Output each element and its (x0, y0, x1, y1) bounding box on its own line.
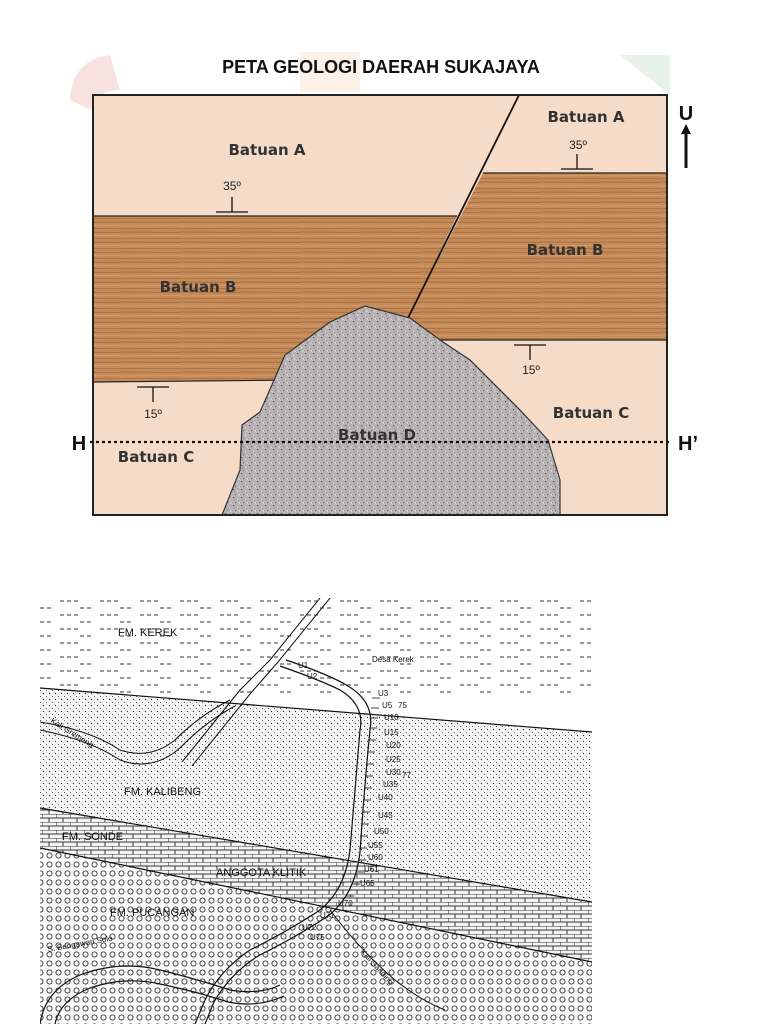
svg-text:U45: U45 (378, 811, 393, 820)
svg-text:U3: U3 (378, 689, 389, 698)
svg-text:U60: U60 (368, 853, 383, 862)
river-bengawan (40, 965, 281, 1024)
traverse-ticks (346, 697, 380, 897)
svg-text:U35: U35 (383, 780, 398, 789)
svg-text:U40: U40 (378, 793, 393, 802)
svg-text:U1: U1 (298, 661, 309, 670)
label-batuan-d: Batuan D (338, 426, 416, 444)
batuan-b-left (93, 216, 457, 318)
map-frame (92, 94, 668, 516)
svg-text:U75: U75 (310, 933, 325, 942)
svg-text:U70: U70 (338, 899, 353, 908)
strike-dip-c-right: 15º (514, 344, 546, 377)
label-desa-kerek: Desa Kerek (372, 655, 415, 664)
strike-dip-a-right: 35º (561, 138, 593, 170)
label-fm-pucangan: FM. PUCANGAN (110, 907, 194, 919)
label-batuan-a-left: Batuan A (228, 141, 305, 159)
svg-text:77: 77 (402, 771, 411, 780)
station-labels: U1 U2 U3 U5 U10 U15 U20 U25 U30 U35 U40 … (298, 661, 411, 942)
sketch-formation-map: FM. KEREK FM. KALIBENG FM. SONDE ANGGOTA… (40, 598, 592, 1024)
label-batuan-a-right: Batuan A (547, 108, 624, 126)
label-batuan-b-right: Batuan B (527, 241, 604, 259)
svg-text:15º: 15º (522, 363, 540, 377)
batuan-d-intrusion (221, 305, 561, 516)
river-sanding (329, 909, 446, 1011)
svg-text:35º: 35º (223, 179, 241, 193)
sketch-map-body (40, 598, 592, 1024)
svg-text:U5: U5 (382, 701, 393, 710)
strike-dip-a-left: 35º (216, 179, 248, 213)
label-anggota-klitik: ANGGOTA KLITIK (216, 867, 307, 879)
svg-text:U72: U72 (302, 923, 317, 932)
label-batuan-c-right: Batuan C (553, 404, 629, 422)
section-h-start: H (72, 433, 86, 455)
svg-text:U15: U15 (384, 728, 399, 737)
road (181, 598, 321, 763)
north-arrow: U (679, 103, 693, 168)
section-h-end: H’ (678, 433, 698, 455)
svg-text:U: U (679, 103, 693, 125)
svg-text:75: 75 (398, 701, 407, 710)
label-fm-kalibeng: FM. KALIBENG (124, 786, 201, 798)
watermark (70, 52, 670, 110)
label-fm-kerek: FM. KEREK (118, 627, 178, 639)
svg-text:U71: U71 (320, 911, 335, 920)
svg-text:U2: U2 (307, 672, 318, 681)
svg-text:U65: U65 (360, 879, 375, 888)
label-fm-sonde: FM. SONDE (62, 831, 123, 843)
svg-text:U10: U10 (384, 713, 399, 722)
section-line-h: H H’ (72, 433, 698, 455)
map-title: PETA GEOLOGI DAERAH SUKAJAYA (222, 57, 540, 77)
svg-text:15º: 15º (144, 407, 162, 421)
svg-text:U30: U30 (386, 768, 401, 777)
label-batuan-b-left: Batuan B (160, 278, 237, 296)
svg-text:U55: U55 (368, 841, 383, 850)
batuan-b-right (408, 173, 667, 340)
fault-line (407, 94, 520, 319)
river-main (194, 665, 362, 1024)
geologic-map-sukajaya: PETA GEOLOGI DAERAH SUKAJAYA Batuan A Ba… (70, 52, 698, 516)
svg-text:U50: U50 (374, 827, 389, 836)
strike-dip-c-left: 15º (137, 386, 169, 421)
svg-text:U61: U61 (364, 865, 379, 874)
label-batuan-c-left: Batuan C (118, 448, 194, 466)
svg-text:U25: U25 (386, 755, 401, 764)
svg-text:U20: U20 (386, 741, 401, 750)
river-gremeng (40, 699, 231, 754)
svg-text:35º: 35º (569, 138, 587, 152)
